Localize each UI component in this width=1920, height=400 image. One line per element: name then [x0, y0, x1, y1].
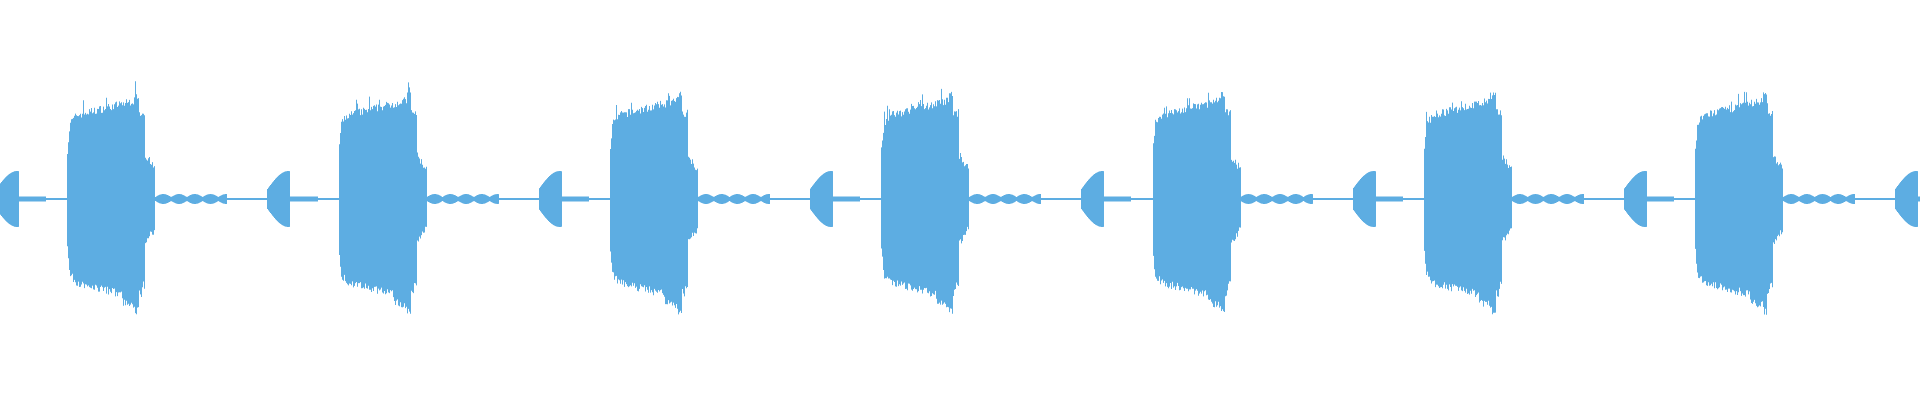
- waveform-path: [0, 81, 1920, 315]
